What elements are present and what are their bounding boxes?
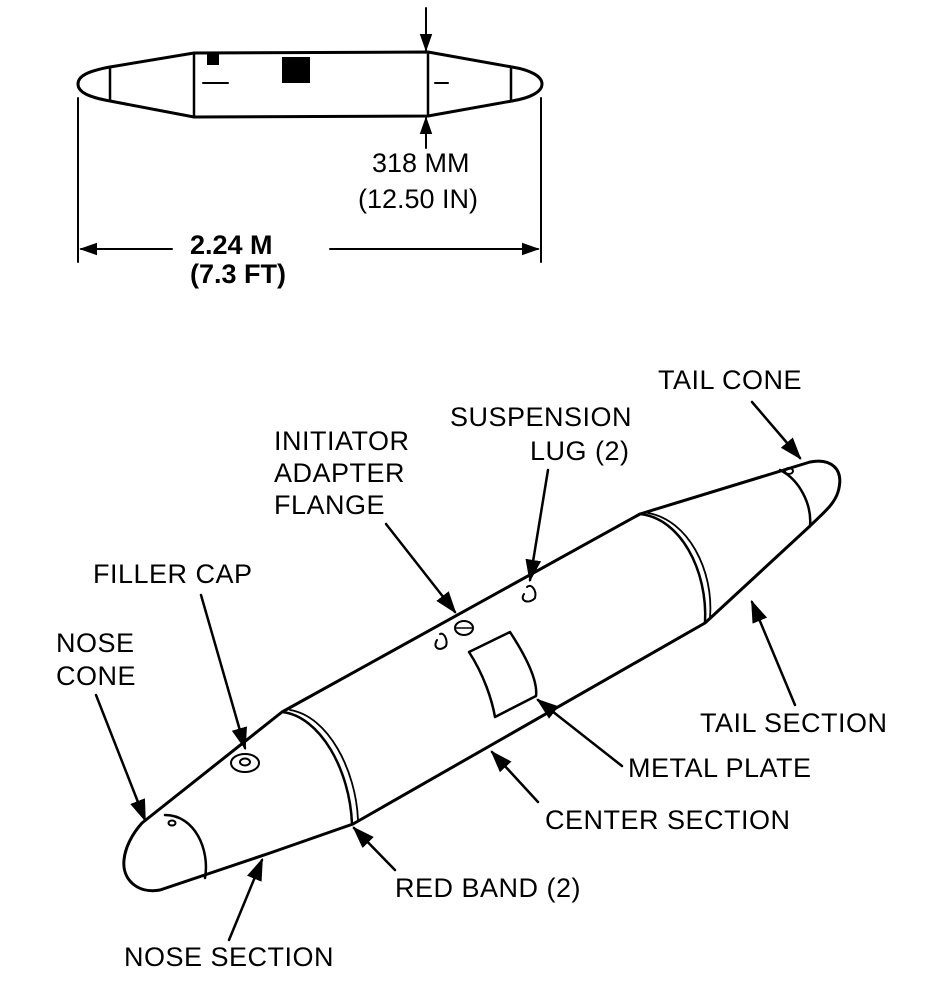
leader-red-band — [352, 826, 397, 872]
leader-suspension-lug — [525, 468, 550, 583]
length-metric: 2.24 M — [190, 230, 273, 260]
leader-nose-section — [227, 857, 264, 942]
diameter-metric: 318 MM — [372, 148, 470, 178]
iso-metal-plate — [467, 630, 538, 719]
leader-tail-cone — [750, 400, 802, 460]
label-red-band: RED BAND (2) — [395, 873, 581, 903]
leader-nose-cone — [94, 693, 147, 823]
side-filler-cap-mark — [207, 52, 219, 65]
iso-tail-dot — [784, 467, 794, 475]
label-center-section: CENTER SECTION — [545, 805, 791, 835]
label-initiator-line3: FLANGE — [274, 490, 385, 520]
leader-filler-cap — [199, 593, 247, 751]
label-initiator-line1: INITIATOR — [274, 426, 410, 456]
side-view: 318 MM (12.50 IN) 2.24 M (7.3 FT) — [76, 7, 544, 289]
leader-metal-plate — [536, 698, 624, 768]
leader-initiator — [384, 522, 457, 614]
leader-center-section — [490, 750, 540, 804]
label-metal-plate: METAL PLATE — [628, 753, 812, 783]
iso-nose-dot — [167, 819, 177, 827]
iso-filler-cap — [230, 753, 260, 773]
iso-red-band-front-b — [289, 709, 359, 821]
iso-nose-cone-joint — [163, 813, 208, 880]
isometric-view — [122, 459, 842, 893]
label-filler-cap: FILLER CAP — [93, 559, 253, 589]
length-imperial: (7.3 FT) — [190, 259, 286, 289]
label-tail-section: TAIL SECTION — [700, 708, 888, 738]
iso-red-band-rear-b — [647, 512, 712, 619]
iso-initiator-flange — [454, 620, 474, 636]
iso-lug-front — [434, 632, 448, 650]
diameter-imperial: (12.50 IN) — [358, 184, 478, 214]
iso-red-band-front-a — [280, 710, 354, 826]
iso-filler-cap-inner — [239, 757, 251, 767]
label-tail-cone: TAIL CONE — [658, 365, 802, 395]
side-metal-plate-mark — [282, 57, 310, 83]
iso-red-band-rear-a — [638, 512, 707, 625]
label-nose-cone-line2: CONE — [56, 661, 136, 691]
label-nose-section: NOSE SECTION — [124, 942, 334, 972]
iso-tail-cone-joint — [778, 468, 812, 528]
leader-tail-section — [750, 599, 797, 707]
label-suspension-lug-line2: LUG (2) — [530, 436, 630, 466]
iso-body-outline — [122, 459, 842, 893]
label-initiator-line2: ADAPTER — [274, 458, 405, 488]
label-suspension-lug-line1: SUSPENSION — [450, 402, 632, 432]
callouts: TAIL CONE SUSPENSION LUG (2) INITIATOR A… — [56, 365, 888, 972]
iso-lug-rear — [521, 584, 537, 603]
label-nose-cone-line1: NOSE — [56, 628, 135, 658]
